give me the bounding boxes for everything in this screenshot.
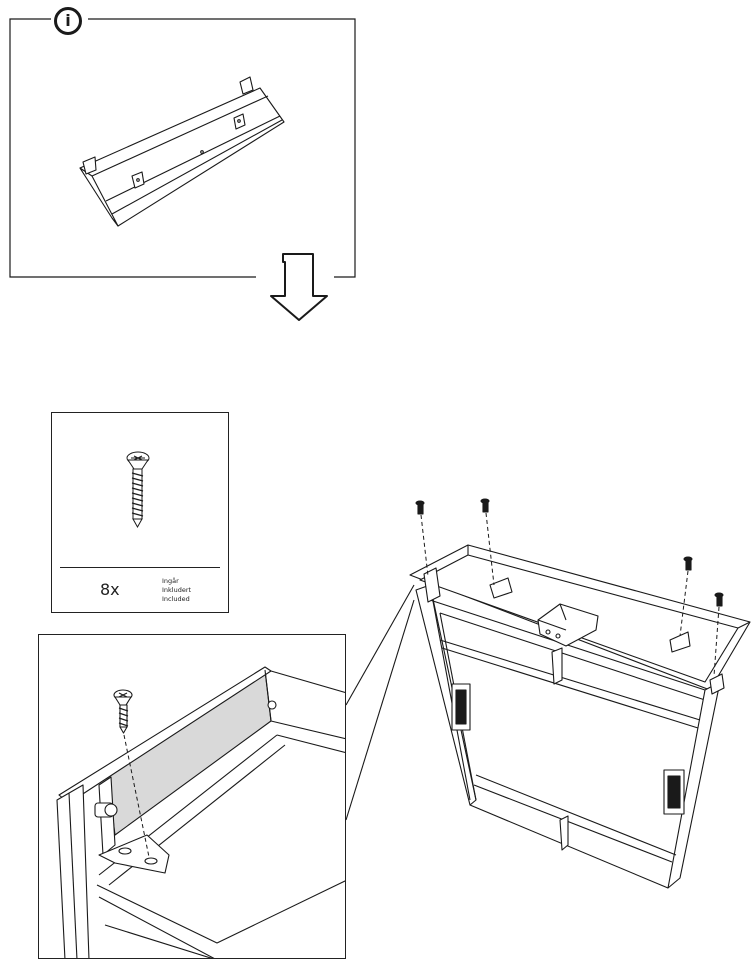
included-label-no: Inkludert: [162, 586, 192, 594]
parts-box: 8x Ingår Inkludert Included: [51, 412, 229, 613]
parts-divider: [60, 567, 220, 568]
detail-illustration: [56, 666, 345, 958]
detail-zoom-box: [38, 634, 346, 959]
included-label-sv: Ingår: [162, 577, 179, 585]
included-labels: Ingår Inkludert Included: [162, 577, 191, 604]
included-label-en: Included: [162, 595, 190, 603]
parts-quantity: 8x: [100, 580, 120, 599]
screw-icon: [126, 451, 150, 529]
info-icon-glyph: i: [65, 11, 71, 30]
info-icon: i: [54, 7, 82, 35]
